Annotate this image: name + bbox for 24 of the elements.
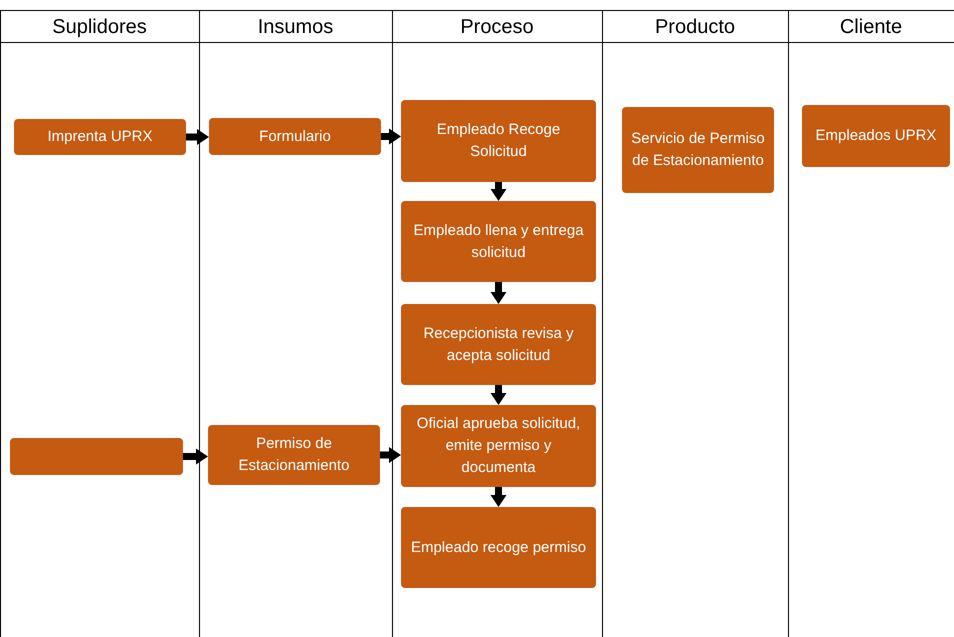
process-box: Empleado Recoge Solicitud	[401, 100, 596, 182]
process-box: Empleados UPRX	[802, 105, 950, 167]
column-header: Insumos	[258, 14, 334, 40]
arrow	[490, 385, 506, 405]
arrow	[381, 128, 401, 144]
arrow	[490, 487, 506, 507]
process-box	[10, 438, 183, 475]
arrow	[490, 182, 506, 201]
arrow	[380, 447, 401, 463]
process-box: Imprenta UPRX	[14, 119, 186, 155]
arrow	[183, 448, 208, 464]
process-box: Recepcionista revisa y acepta solicitud	[401, 304, 596, 385]
column-header: Cliente	[840, 14, 902, 40]
arrow	[186, 129, 209, 145]
process-box: Permiso de Estacionamiento	[208, 425, 380, 485]
process-box: Servicio de Permiso de Estacionamiento	[622, 107, 774, 193]
column-header: Proceso	[460, 14, 534, 40]
column-header: Producto	[654, 14, 736, 40]
process-box: Empleado llena y entrega solicitud	[401, 201, 596, 282]
arrow	[490, 282, 506, 304]
column-header: Suplidores	[52, 14, 147, 40]
process-box: Empleado recoge permiso	[401, 507, 596, 588]
process-box: Formulario	[209, 118, 381, 155]
process-box: Oficial aprueba solicitud, emite permiso y documenta	[401, 405, 596, 487]
